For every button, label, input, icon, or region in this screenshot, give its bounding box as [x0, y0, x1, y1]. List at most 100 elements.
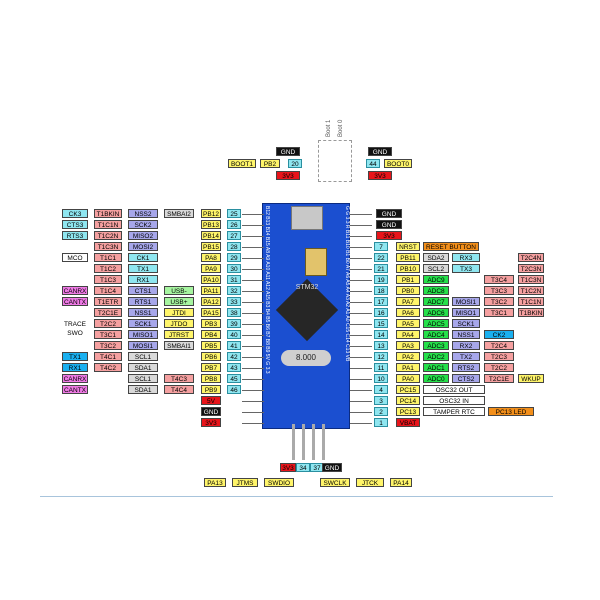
right-row-14-label-2: ADC2 — [423, 352, 449, 361]
right-row-14-label-3: TX2 — [452, 352, 480, 361]
left-pin-43: 43 — [227, 363, 241, 372]
left-row-19-label-5: GND — [201, 407, 221, 416]
boot-right-3v3: 3V3 — [368, 171, 392, 180]
boot-left-pin20: 20 — [288, 159, 302, 168]
right-row-5-label-2: SDA2 — [423, 253, 449, 262]
left-silkscreen: B12 B13 B14 B15 A8 A9 A10 A11 A12 A15 B3… — [264, 206, 270, 374]
left-row-6-label-5: PA9 — [201, 264, 221, 273]
pin-wire — [242, 368, 264, 369]
left-row-20-label-5: 3V3 — [201, 418, 221, 427]
left-row-7-label-2: T1C3 — [94, 275, 122, 284]
left-row-10-label-5: PA15 — [201, 308, 221, 317]
right-row-17-label-1: PC15 — [396, 385, 420, 394]
boot-left-pb2: PB2 — [260, 159, 280, 168]
left-row-14-label-1: TX1 — [62, 352, 88, 361]
right-row-11-label-1: PA5 — [396, 319, 420, 328]
right-row-15-label-4: T2C2 — [484, 363, 514, 372]
pin-wire — [242, 390, 264, 391]
right-row-13-label-3: RX2 — [452, 341, 480, 350]
left-row-16-label-5: PB8 — [201, 374, 221, 383]
pin-wire — [242, 335, 264, 336]
left-row-8-label-4: USB- — [164, 286, 194, 295]
right-row-12-label-4: CK2 — [484, 330, 514, 339]
left-row-13-label-4: SMBAI1 — [164, 341, 194, 350]
right-row-7-label-2: ADC9 — [423, 275, 449, 284]
left-row-4-label-5: PB15 — [201, 242, 221, 251]
chip-marking: STM32 — [295, 284, 319, 291]
pin-wire — [350, 225, 372, 226]
pin-wire — [350, 357, 372, 358]
right-pin-22: 22 — [374, 253, 388, 262]
pin-wire — [242, 280, 264, 281]
blue-pill-board: STM32 8.000 B12 B13 B14 B15 A8 A9 A10 A1… — [262, 203, 350, 429]
right-row-8-label-1: PB0 — [396, 286, 420, 295]
left-row-15-label-2: T4C2 — [94, 363, 122, 372]
boot-right-pin44: 44 — [366, 159, 380, 168]
right-pin-12: 12 — [374, 352, 388, 361]
pin-wire — [242, 379, 264, 380]
right-row-17-label-2: OSC32 OUT — [423, 385, 485, 394]
right-row-10-label-5: T1BKIN — [518, 308, 544, 317]
pin-wire — [350, 335, 372, 336]
left-row-11-label-2: T2C2 — [94, 319, 122, 328]
boot-left-boot1: BOOT1 — [228, 159, 256, 168]
left-row-1-label-4: SMBAI2 — [164, 209, 194, 218]
right-row-16-label-5: WKUP — [518, 374, 544, 383]
boot-jumper-block — [318, 140, 352, 182]
left-row-5-label-3: CK1 — [128, 253, 158, 262]
left-row-9-label-4: USB+ — [164, 297, 194, 306]
pin-wire — [242, 247, 264, 248]
swd-right-1: SWCLK — [320, 478, 350, 487]
left-row-1-label-1: CK3 — [62, 209, 88, 218]
left-row-18-label-5: 5V — [201, 396, 221, 405]
pin-wire — [242, 302, 264, 303]
swd-pins — [290, 420, 326, 462]
swd-right-2: JTCK — [356, 478, 384, 487]
right-silkscreen: G G 3.3 R B11 B10 B1 B0 A7 A6 A5 A4 A3 A… — [344, 206, 350, 362]
right-pin-19: 19 — [374, 275, 388, 284]
left-row-12-label-3: MISO1 — [128, 330, 158, 339]
right-row-15-label-3: RTS2 — [452, 363, 480, 372]
left-row-9-label-5: PA12 — [201, 297, 221, 306]
right-row-15-label-2: ADC1 — [423, 363, 449, 372]
left-row-14-label-5: PB6 — [201, 352, 221, 361]
pin-wire — [242, 225, 264, 226]
pin-wire — [242, 346, 264, 347]
left-row-5-label-2: T1C1 — [94, 253, 122, 262]
left-row-10-label-2: T2C1E — [94, 308, 122, 317]
crystal: 8.000 — [281, 350, 331, 366]
pin-wire — [242, 401, 264, 402]
right-row-9-label-2: ADC7 — [423, 297, 449, 306]
right-row-7-label-5: T1C3N — [518, 275, 544, 284]
right-row-8-label-5: T1C2N — [518, 286, 544, 295]
left-row-12-label-4: JTRST — [164, 330, 194, 339]
left-row-3-label-2: T1C2N — [94, 231, 122, 240]
left-row-15-label-3: SDA1 — [128, 363, 158, 372]
left-pin-25: 25 — [227, 209, 241, 218]
left-row-14-label-3: SCL1 — [128, 352, 158, 361]
right-pin-3: 3 — [374, 396, 388, 405]
left-row-8-label-1: CANRX — [62, 286, 88, 295]
right-row-9-label-5: T1C1N — [518, 297, 544, 306]
right-row-16-label-3: CTS2 — [452, 374, 480, 383]
pin-wire — [350, 401, 372, 402]
left-row-6-label-3: TX1 — [128, 264, 158, 273]
right-pin-13: 13 — [374, 341, 388, 350]
left-pin-41: 41 — [227, 341, 241, 350]
right-row-11-label-3: SCK1 — [452, 319, 480, 328]
right-row-1-label-1: GND — [376, 209, 402, 218]
left-pin-39: 39 — [227, 319, 241, 328]
left-row-16-label-1: CANRX — [62, 374, 88, 383]
right-row-10-label-2: ADC6 — [423, 308, 449, 317]
right-row-3-label-1: 3V3 — [376, 231, 402, 240]
pin-wire — [242, 214, 264, 215]
right-pin-21: 21 — [374, 264, 388, 273]
boot0-label: Boot 0 — [338, 119, 344, 137]
right-row-9-label-4: T3C2 — [484, 297, 514, 306]
right-pin-16: 16 — [374, 308, 388, 317]
right-row-9-label-3: MOSI1 — [452, 297, 480, 306]
left-row-2-label-1: CTS3 — [62, 220, 88, 229]
left-row-17-label-1: CANTX — [62, 385, 88, 394]
right-row-13-label-4: T2C4 — [484, 341, 514, 350]
left-row-14-label-2: T4C1 — [94, 352, 122, 361]
